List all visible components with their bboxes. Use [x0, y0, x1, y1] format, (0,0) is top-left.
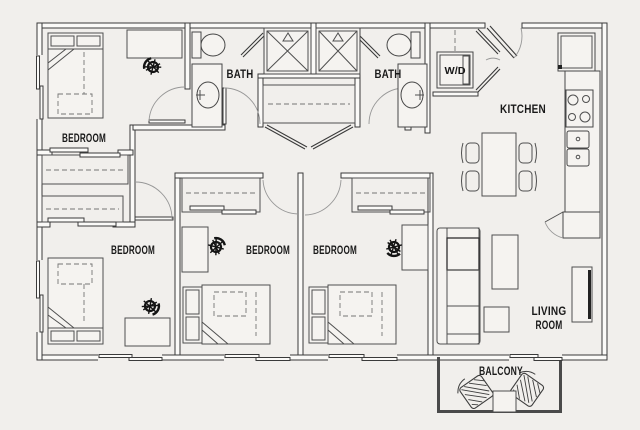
- sofa: [436, 227, 481, 345]
- stove-icon: [565, 89, 594, 128]
- toilet-icon: [191, 31, 226, 59]
- desk-chair-icon: [383, 236, 406, 259]
- kitchen-sink-icon: [566, 130, 590, 167]
- window: [98, 354, 163, 361]
- balcony-sliding-door: [509, 354, 563, 361]
- closet-bedroom-middle: [181, 177, 261, 215]
- laundry-bifold-door: [475, 28, 501, 93]
- door-bedroom-middle: [262, 179, 299, 215]
- window: [36, 55, 44, 120]
- sink-icon: [397, 63, 428, 128]
- desk: [126, 29, 183, 59]
- closet-bedroom-bottom-left: [41, 195, 124, 227]
- room-label-bath-right: BATH: [375, 67, 402, 81]
- room-label-laundry: W/D: [445, 66, 466, 77]
- room-label-balcony: BALCONY: [479, 364, 523, 378]
- tv-stand: [571, 266, 593, 323]
- room-label-bedroom-right: BEDROOM: [313, 243, 357, 257]
- shower-icon: [263, 27, 312, 75]
- closet-bedroom-right: [351, 177, 431, 215]
- fridge-icon: [557, 32, 596, 72]
- room-label-bedroom-middle: BEDROOM: [246, 243, 290, 257]
- dining-chair-icon: [518, 142, 537, 164]
- room-label-living-line2: ROOM: [536, 318, 563, 332]
- room-label-bedroom-top-left: BEDROOM: [62, 131, 106, 145]
- desk: [124, 317, 171, 347]
- bed: [47, 32, 104, 119]
- bed: [182, 284, 271, 345]
- door-bedroom-right: [304, 179, 342, 216]
- dining-chair-icon: [518, 170, 537, 192]
- balcony-table: [492, 390, 517, 413]
- toilet-icon: [386, 31, 421, 59]
- side-table: [483, 306, 510, 333]
- bed: [308, 284, 397, 345]
- desk-chair-icon: [139, 295, 162, 317]
- bed: [47, 257, 104, 345]
- coffee-table: [491, 234, 519, 290]
- shower-door-left: [240, 32, 266, 58]
- room-label-living-line1: LIVING: [532, 304, 567, 318]
- door-bedroom-bottom-left: [134, 181, 174, 221]
- walls: [36, 22, 608, 361]
- shower-icon: [315, 27, 361, 75]
- window: [328, 354, 398, 361]
- room-label-bedroom-bottom-left: BEDROOM: [111, 243, 155, 257]
- room-label-kitchen: KITCHEN: [500, 102, 546, 116]
- desk-chair-icon: [141, 55, 164, 78]
- window: [224, 354, 291, 361]
- entry-closet-double-doors: [264, 124, 354, 150]
- washer-dryer-icon: [436, 30, 474, 89]
- room-label-bath-left: BATH: [227, 67, 254, 81]
- dining-chair-icon: [461, 142, 480, 164]
- dining-table: [481, 132, 517, 197]
- desk: [401, 224, 429, 271]
- desk: [181, 226, 209, 273]
- window: [36, 260, 44, 333]
- entry-door: [486, 25, 523, 59]
- dining-chair-icon: [461, 170, 480, 192]
- tv-icon: [588, 270, 591, 319]
- door-bedroom-top-left: [148, 86, 186, 124]
- closet-bedroom-top-left: [41, 147, 129, 185]
- desk-chair-icon: [205, 235, 228, 258]
- sink-icon: [191, 63, 223, 128]
- entry-closet: [262, 84, 356, 124]
- door-bath-left: [222, 87, 261, 125]
